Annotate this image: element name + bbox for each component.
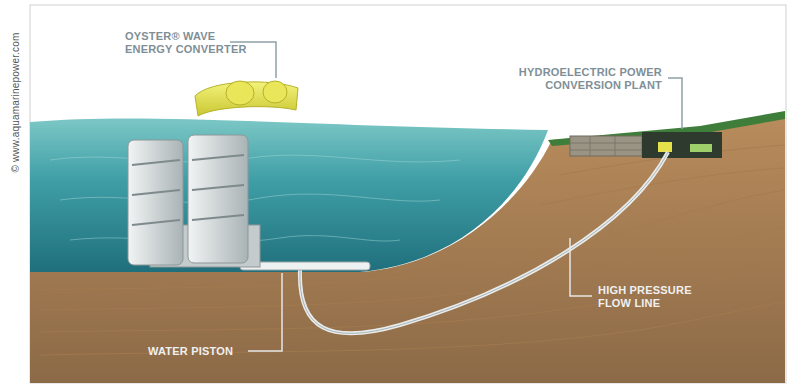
- flow-line-label: HIGH PRESSURE FLOW LINE: [598, 284, 700, 310]
- plant-generator: [690, 144, 712, 152]
- oyster-modules: [128, 135, 260, 267]
- oyster-flap: [195, 81, 298, 116]
- leader-lines-lower: [248, 238, 592, 351]
- plant-turbine: [658, 142, 672, 152]
- leader-lines: [230, 42, 682, 129]
- plant-hall: [642, 132, 722, 158]
- copyright-watermark: © www.aquamarinepower.com: [9, 20, 22, 186]
- plant-stones: [570, 136, 642, 156]
- plant-wall: [570, 136, 642, 156]
- seabed-land: [30, 113, 785, 383]
- sea: [30, 118, 548, 272]
- plant-label: HYDROELECTRIC POWER CONVERSION PLANT: [502, 66, 662, 92]
- frame: [30, 5, 786, 383]
- piston-label: WATER PISTON: [148, 345, 233, 358]
- device-label: OYSTER® WAVE ENERGY CONVERTER: [125, 30, 257, 56]
